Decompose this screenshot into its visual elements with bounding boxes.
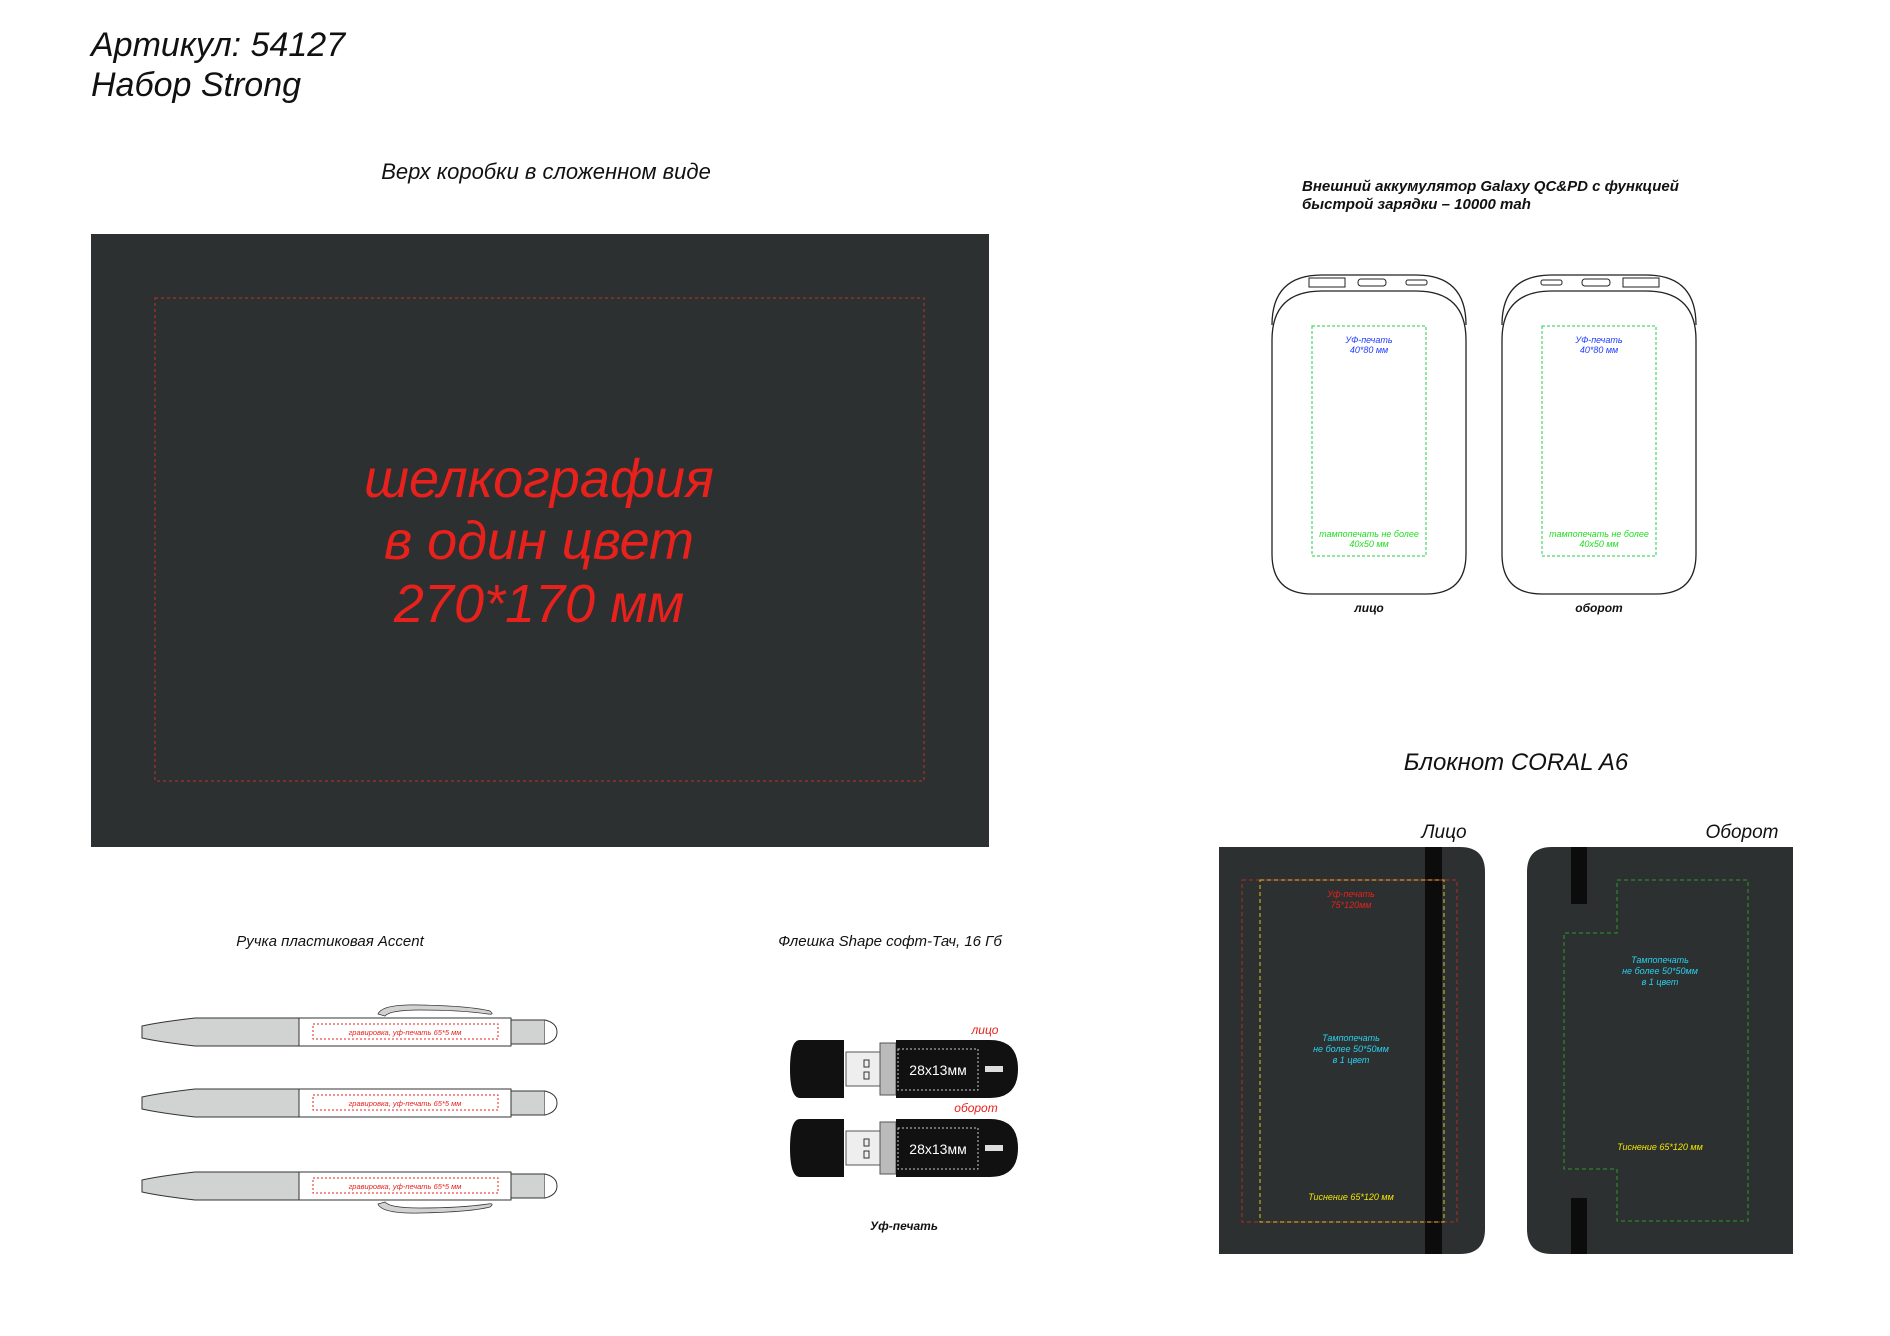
engraving-label: гравировка, уф-печать 65*5 мм [349,1099,462,1108]
engraving-label: гравировка, уф-печать 65*5 мм [349,1182,462,1191]
usb-title: Флешка Shape софт-Тач, 16 Гб [778,933,1002,950]
print-area [154,297,925,782]
powerbank-title-1: Внешний аккумулятор Galaxy QC&PD с функц… [1302,178,1679,195]
box-surface [91,234,989,847]
usb-back-label: оборот [954,1101,997,1115]
print-line-3: 270*170 мм [393,574,684,634]
print-line-2: в один цвет [384,511,694,571]
elastic-strap [1425,847,1442,1254]
pad-size: 40x50 мм [1349,539,1388,549]
usb-area-size: 28x13мм [909,1062,966,1078]
uv-size: 40*80 мм [1350,345,1388,355]
pen-1: гравировка, уф-печать 65*5 мм [141,1004,558,1047]
uv-size: 40*80 мм [1580,345,1618,355]
pad-label: Тампопечать [1631,955,1689,965]
notebook-back-label: Оборот [1706,822,1779,843]
pad-label: тампопечать не более [1549,529,1649,539]
pen-3: гравировка, уф-печать 65*5 мм [141,1171,558,1214]
notebook-section: Блокнот CORAL A6 Лицо Оборот Уф-печать 7… [1219,749,1793,1254]
pad-colors: в 1 цвет [1642,977,1679,987]
powerbank-title-2: быстрой зарядки – 10000 mah [1302,196,1531,213]
pen-section: Ручка пластиковая Accent гравировка, уф-… [141,933,558,1214]
powerbank-back: УФ-печать 40*80 мм тампопечать не более … [1501,274,1697,615]
set-name: Набор Strong [91,66,301,104]
usb-front: 28x13мм [790,1040,1018,1098]
powerbank-front: УФ-печать 40*80 мм тампопечать не более … [1271,274,1467,615]
box-top: Верх коробки в сложенном виде шелкографи… [91,159,989,847]
pad-size: 40x50 мм [1579,539,1618,549]
powerbank-section: Внешний аккумулятор Galaxy QC&PD с функц… [1271,178,1697,615]
uv-size: 75*120мм [1331,900,1372,910]
usb-section: Флешка Shape софт-Тач, 16 Гб лицо оборот… [778,933,1018,1233]
pen-title: Ручка пластиковая Accent [236,933,424,950]
pad-label: тампопечать не более [1319,529,1419,539]
usb-area-size: 28x13мм [909,1141,966,1157]
print-line-1: шелкография [364,449,714,509]
box-title: Верх коробки в сложенном виде [381,159,711,184]
usb-print-method: Уф-печать [870,1219,938,1233]
engraving-label: гравировка, уф-печать 65*5 мм [349,1028,462,1037]
back-label: оборот [1575,601,1623,615]
emboss-label: Тиснение 65*120 мм [1617,1142,1703,1152]
notebook-front-label: Лицо [1419,822,1466,843]
pad-size: не более 50*50мм [1622,966,1698,976]
pad-colors: в 1 цвет [1333,1055,1370,1065]
notebook-front: Уф-печать 75*120мм Тампопечать не более … [1219,847,1485,1254]
pad-label: Тампопечать [1322,1033,1380,1043]
pen-2: гравировка, уф-печать 65*5 мм [141,1088,558,1118]
emboss-label: Тиснение 65*120 мм [1308,1192,1394,1202]
usb-front-label: лицо [971,1023,999,1037]
uv-label: УФ-печать [1574,335,1622,345]
uv-label: Уф-печать [1326,889,1375,899]
article-number: Артикул: 54127 [89,26,346,64]
uv-label: УФ-печать [1344,335,1392,345]
usb-back: 28x13мм [790,1119,1018,1177]
front-label: лицо [1353,601,1383,615]
notebook-back: Тампопечать не более 50*50мм в 1 цвет Ти… [1527,847,1793,1254]
pad-size: не более 50*50мм [1313,1044,1389,1054]
notebook-title: Блокнот CORAL A6 [1404,749,1629,776]
